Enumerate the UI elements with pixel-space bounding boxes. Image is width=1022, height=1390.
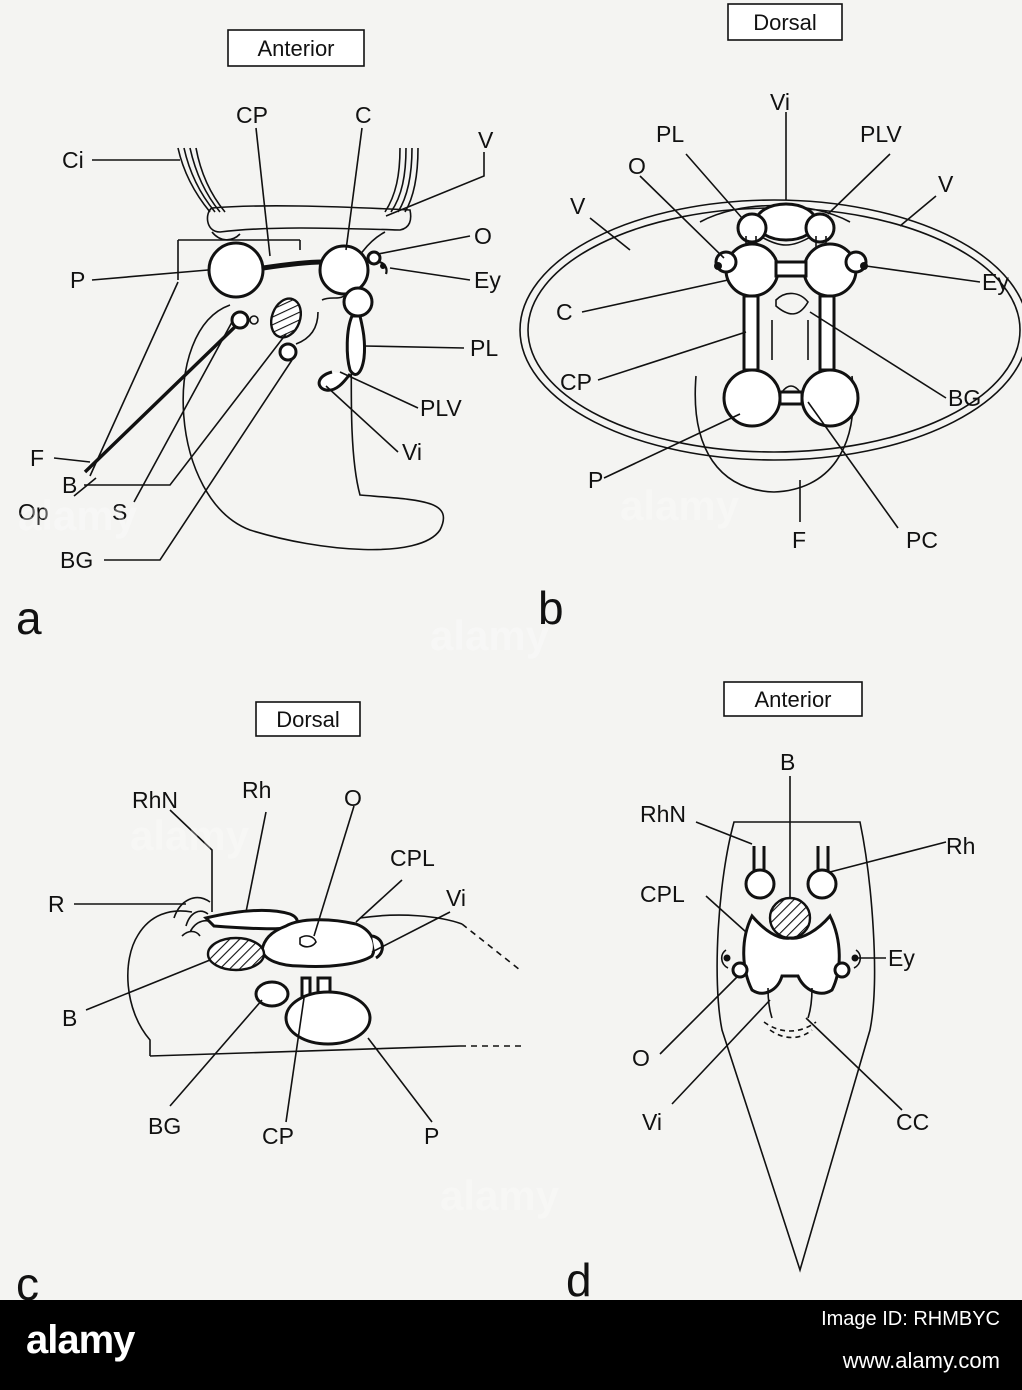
label: Vi — [770, 89, 790, 115]
panel-d-body-outline — [716, 821, 876, 1273]
panel-d: Anterior — [566, 681, 975, 1300]
panel-c-ganglia — [181, 909, 384, 1046]
figure-area: Anterior — [0, 0, 1022, 1300]
panel-d-leader-lines — [659, 776, 947, 1111]
label: CP — [262, 1123, 294, 1149]
label: Ey — [982, 269, 1009, 295]
panel-d-orientation-box — [723, 681, 863, 717]
stock-url-link[interactable]: www.alamy.com — [842, 1348, 1000, 1373]
stock-image-id: Image ID: RHMBYC — [821, 1308, 1000, 1330]
label: B — [62, 1005, 77, 1031]
panel-d-letter: d — [566, 1254, 592, 1300]
panel-a-letter: a — [16, 592, 42, 644]
panel-c-leader-lines — [74, 805, 451, 1123]
label: P — [70, 267, 85, 293]
label: O — [632, 1045, 650, 1071]
label: O — [628, 153, 646, 179]
panel-b-ganglia — [714, 202, 868, 428]
panel-d-orientation: Anterior — [754, 687, 831, 712]
panel-a-ganglia — [207, 241, 388, 392]
stock-logo[interactable]: alamy — [26, 1318, 135, 1362]
label: CPL — [390, 845, 435, 871]
label: BG — [148, 1113, 181, 1139]
label: V — [570, 193, 586, 219]
label: BG — [948, 385, 981, 411]
panel-c: Dorsal — [16, 701, 524, 1300]
label: R — [48, 891, 65, 917]
label: F — [30, 445, 44, 471]
label: Rh — [946, 833, 975, 859]
panel-a-labels: Ci CP C V O Ey P F Op S PL PLV Vi B BG — [18, 102, 501, 573]
panel-a-leader-lines — [53, 127, 485, 561]
panel-b-velum-outline — [519, 199, 1022, 493]
panel-b-orientation: Dorsal — [753, 10, 817, 35]
label: Op — [18, 499, 49, 525]
label: Ey — [474, 267, 501, 293]
label: Vi — [446, 885, 466, 911]
label: CP — [560, 369, 592, 395]
panel-b-leader-lines — [581, 112, 981, 529]
stock-footer-bar: alamy Image ID: RHMBYC www.alamy.com — [0, 1300, 1022, 1390]
label: CC — [896, 1109, 929, 1135]
label: Vi — [642, 1109, 662, 1135]
label: B — [780, 749, 795, 775]
label: C — [556, 299, 573, 325]
label: P — [424, 1123, 439, 1149]
label: S — [112, 499, 127, 525]
label: CPL — [640, 881, 685, 907]
panel-b-orientation-box — [727, 3, 843, 41]
panel-d-labels: B RhN Rh CPL Ey O Vi CC — [632, 749, 975, 1135]
label: P — [588, 467, 603, 493]
panel-c-letter: c — [16, 1258, 39, 1300]
panel-d-ganglia — [720, 846, 862, 1039]
label: Rh — [242, 777, 271, 803]
label: V — [938, 171, 954, 197]
label: PC — [906, 527, 938, 553]
label: PLV — [420, 395, 462, 421]
label: B — [62, 472, 77, 498]
label: Ci — [62, 147, 84, 173]
label: O — [474, 223, 492, 249]
panel-b-labels: Vi PL PLV O V V Ey C CP BG P F PC — [556, 89, 1009, 553]
label: O — [344, 785, 362, 811]
label: Vi — [402, 439, 422, 465]
label: C — [355, 102, 372, 128]
label: Ey — [888, 945, 915, 971]
label: F — [792, 527, 806, 553]
panel-b: Dorsal — [519, 3, 1022, 634]
panel-c-body-outline — [127, 896, 524, 1057]
label: RhN — [640, 801, 686, 827]
label: PL — [470, 335, 498, 361]
label: PLV — [860, 121, 902, 147]
label: PL — [656, 121, 684, 147]
figure-diagram: Anterior — [16, 3, 1022, 1300]
panel-a-orientation-box — [227, 29, 365, 67]
label: RhN — [132, 787, 178, 813]
panel-a: Anterior — [16, 29, 501, 644]
panel-a-orientation: Anterior — [257, 36, 334, 61]
panel-b-letter: b — [538, 582, 564, 634]
panel-c-labels: RhN Rh O CPL Vi R B BG CP P — [48, 777, 466, 1149]
label: CP — [236, 102, 268, 128]
panel-c-orientation: Dorsal — [276, 707, 340, 732]
label: BG — [60, 547, 93, 573]
label: V — [478, 127, 494, 153]
panel-c-orientation-box — [255, 701, 361, 737]
